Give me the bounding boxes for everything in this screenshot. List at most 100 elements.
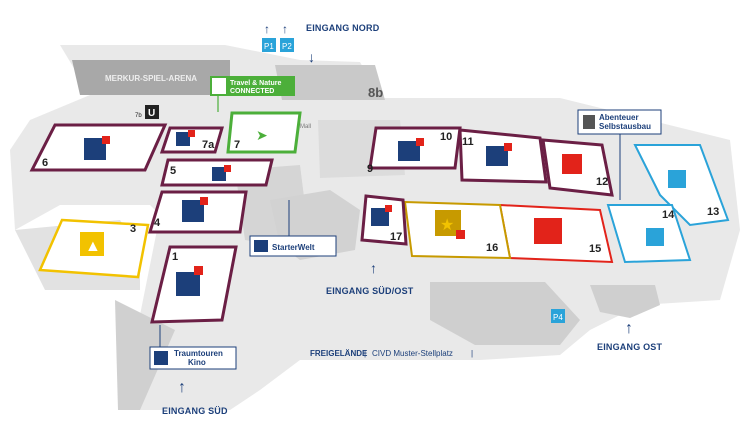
camping-bus-icon	[486, 146, 508, 166]
entrance-south-east-label: EINGANG SÜD/OST	[326, 286, 414, 296]
camping-bus-icon	[182, 200, 204, 222]
parking-p1-icon	[262, 38, 276, 52]
hall-17[interactable]: 17	[360, 194, 408, 246]
legend-end: |	[471, 349, 473, 358]
arena-u-icon	[145, 105, 159, 119]
caravan-icon	[224, 165, 231, 172]
microphone-icon	[212, 78, 226, 94]
hall-6[interactable]: 6	[29, 123, 168, 172]
arrow-up-icon: ↑	[625, 320, 633, 337]
van-icon	[562, 154, 582, 174]
travel-nature-sign[interactable]: Travel & Nature CONNECTED	[210, 76, 295, 112]
svg-text:▲: ▲	[85, 238, 101, 255]
hall-12-number: 12	[596, 176, 608, 188]
caravan-icon	[456, 230, 465, 239]
parking-north[interactable]: P1 P2 ↑ ↑	[262, 22, 294, 52]
caravan-icon	[200, 197, 208, 205]
hall-7[interactable]: 7 ➤	[226, 111, 302, 154]
parking-p4-icon	[551, 309, 565, 323]
parking-p1-label: P1	[264, 42, 274, 51]
muster-stellplatz-label: CIVD Muster-Stellplatz	[372, 349, 453, 358]
van-icon	[534, 218, 562, 244]
hall-1-number: 1	[172, 251, 178, 263]
travel-nature-line1: Travel & Nature	[230, 80, 281, 87]
hall-3[interactable]: 3 ▲	[38, 218, 150, 279]
hall-7b-number: 7b	[135, 113, 142, 119]
parking-p4-label: P4	[553, 313, 563, 322]
hall-7-number: 7	[234, 139, 240, 151]
abenteuer-line2: Selbstausbau	[599, 122, 651, 131]
camping-bus-icon	[398, 141, 420, 161]
entrance-north-label: EINGANG NORD	[306, 23, 380, 33]
hall-14[interactable]: 14	[606, 204, 692, 264]
abenteuer-sign[interactable]: Abenteuer Selbstausbau	[577, 109, 662, 200]
legend-separator: |	[364, 349, 366, 358]
hall-11-number: 11	[462, 136, 474, 148]
hall-16[interactable]: 16 ★	[403, 200, 512, 260]
kino-line1: Traumtouren	[174, 349, 223, 358]
hall-11[interactable]: 11	[458, 128, 548, 184]
hall-14-number: 14	[662, 209, 675, 221]
caravan-icon	[102, 136, 110, 144]
parking-p2-label: P2	[282, 42, 292, 51]
entrance-south[interactable]: ↑ EINGANG SÜD	[162, 379, 228, 416]
hall-1[interactable]: 1	[150, 245, 238, 324]
mall-label: Mall	[300, 124, 311, 130]
hall-7b[interactable]: 7b U	[135, 105, 159, 119]
hall-13-number: 13	[707, 206, 719, 218]
parking-p2-icon	[280, 38, 294, 52]
caravan-icon	[385, 205, 392, 212]
arrow-up-icon: ↑	[178, 379, 186, 396]
hall-7a-number: 7a	[202, 139, 215, 151]
outdoor-area	[430, 282, 580, 345]
hall-9-number: 9	[367, 163, 373, 175]
hall-13[interactable]: 13	[633, 144, 730, 227]
drill-icon	[583, 115, 595, 129]
hall-3-number: 3	[130, 223, 136, 235]
caravan-icon	[416, 138, 424, 146]
hall-4-number: 4	[154, 217, 161, 229]
hall-12[interactable]: 12	[541, 138, 614, 197]
arena-building	[72, 60, 230, 95]
entrance-south-east[interactable]: ↑ EINGANG SÜD/OST	[326, 260, 414, 296]
travel-nature-line2: CONNECTED	[230, 88, 274, 95]
arrow-up-icon: ↑	[282, 22, 288, 36]
entrance-south-label: EINGANG SÜD	[162, 406, 228, 416]
hall-15[interactable]: 15	[498, 203, 614, 264]
svg-text:★: ★	[440, 217, 454, 234]
arrow-down-icon: ↓	[308, 49, 315, 65]
freigelaende-legend: FREIGELÄNDE | CIVD Muster-Stellplatz |	[310, 349, 473, 358]
svg-text:U: U	[148, 108, 155, 119]
arrow-up-icon: ↑	[264, 22, 270, 36]
tent-icon	[80, 232, 104, 256]
arena-label: MERKUR-SPIEL-ARENA	[105, 74, 197, 83]
abenteuer-line1: Abenteuer	[599, 113, 639, 122]
signpost-icon	[254, 240, 268, 252]
entrance-north[interactable]: EINGANG NORD ↓	[306, 23, 380, 65]
hall-10-number: 10	[440, 131, 452, 143]
navigation-icon: ➤	[256, 127, 268, 143]
camera-icon	[154, 351, 168, 365]
parking-p4[interactable]: P4	[551, 309, 565, 323]
caravan-icon	[504, 143, 512, 151]
camping-bus-icon	[176, 272, 200, 296]
camping-bus-icon	[84, 138, 106, 160]
hall-10[interactable]: 10	[368, 126, 462, 170]
arrow-up-icon: ↑	[370, 260, 377, 276]
hall-5[interactable]: 5	[160, 158, 274, 187]
caravan-icon	[188, 130, 195, 137]
hall-15-number: 15	[589, 243, 601, 255]
starterwelt-sign[interactable]: StarterWelt	[249, 200, 337, 257]
entrance-east-label: EINGANG OST	[597, 342, 663, 352]
kino-sign[interactable]: Traumtouren Kino	[149, 325, 237, 370]
starterwelt-label: StarterWelt	[272, 243, 315, 252]
camping-bus-icon	[371, 208, 389, 226]
hall-5-number: 5	[170, 165, 176, 177]
caravan-icon	[194, 266, 203, 275]
hall-8b-number: 8b	[368, 85, 383, 100]
hall-4[interactable]: 4	[147, 190, 248, 234]
hall-7a[interactable]: 7a	[159, 126, 224, 154]
freigelaende-label: FREIGELÄNDE	[310, 349, 368, 358]
entrance-east[interactable]: ↑ EINGANG OST	[597, 320, 663, 352]
